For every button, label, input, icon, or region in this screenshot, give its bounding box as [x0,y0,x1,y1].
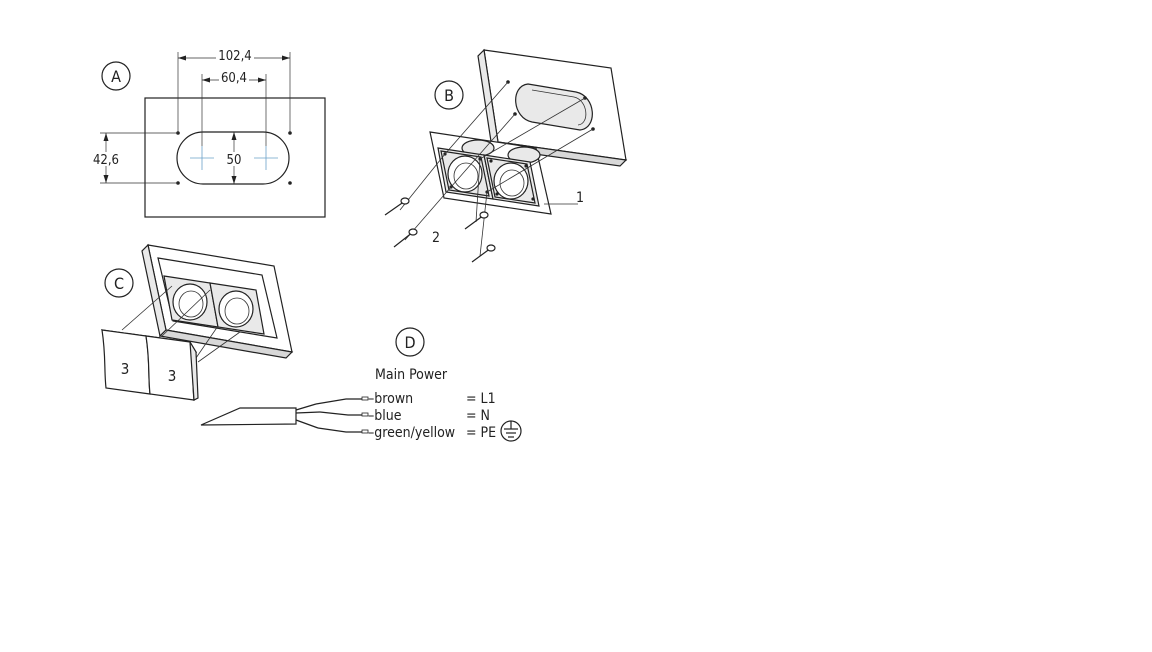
mounting-plate [144,97,326,218]
wiring-title: Main Power [375,367,448,383]
dimension-outer-width: 102,4 [218,49,251,64]
callout-cover-left: 3 [121,360,130,378]
panel-b: B [384,48,628,263]
wire-brown [315,398,362,405]
earth-ground-icon [500,420,522,442]
wire-label-brown: –brown [368,391,413,407]
oval-cutout [176,131,290,185]
label-a-circle [101,61,131,91]
dimension-height: 42,6 [93,153,119,168]
panel-d: D Main Power –brown = L1 –blue = N –gree… [200,327,522,442]
dimension-slot-height: 50 [227,153,242,168]
cable-sheath [200,407,297,426]
screw-hole [288,181,292,185]
terminal-label-l1: = L1 [466,391,496,407]
screw [471,244,496,263]
assembled-socket-left [163,275,219,328]
screw [384,197,410,216]
label-c-circle [104,268,134,298]
label-d: D [404,333,415,352]
cover-left: 3 [101,329,151,395]
terminal-label-n: = N [466,408,490,424]
wire-green-yellow [317,427,362,433]
cover-right: 3 [145,335,199,401]
screw [464,211,489,230]
callout-cover-right: 3 [168,367,177,385]
wire-blue [319,411,362,416]
label-a: A [111,67,121,86]
panel-c: C 3 3 [101,243,294,401]
assembled-socket-right [209,282,265,335]
socket-right [483,154,540,207]
wire-label-green-yellow: –green/yellow [368,425,455,441]
label-d-circle [395,327,425,357]
terminal-label-pe: = PE [466,425,496,441]
label-b: B [444,86,454,105]
screw [393,228,418,248]
dimension-inner-width: 60,4 [221,71,247,86]
callout-screws: 2 [432,230,440,246]
label-b-circle [434,80,464,110]
callout-frame: 1 [576,190,584,206]
panel-a: A 102,4 60,4 4 [92,48,326,218]
label-c: C [114,274,124,293]
wire-label-blue: –blue [368,408,402,424]
